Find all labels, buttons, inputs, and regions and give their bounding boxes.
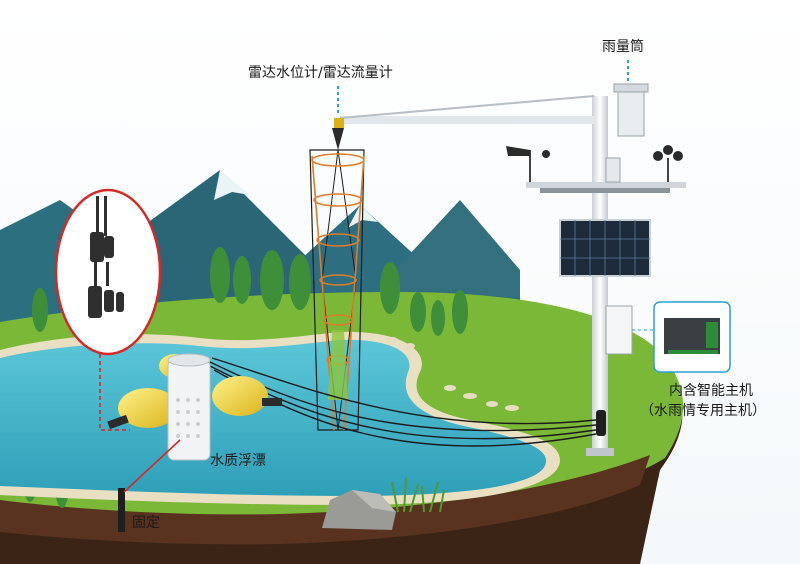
solar-panel bbox=[559, 219, 651, 277]
sensor-callout bbox=[54, 188, 162, 431]
rain-gauge-label: 雨量筒 bbox=[602, 39, 644, 55]
host-label-line2: （水雨情专用主机） bbox=[640, 403, 766, 419]
water-quality-buoy bbox=[107, 353, 282, 461]
shore-rocks bbox=[386, 337, 519, 411]
reeds bbox=[391, 477, 445, 513]
radar-beam bbox=[309, 149, 365, 431]
anchor-label: 固定 bbox=[132, 515, 160, 531]
rain-gauge-device bbox=[613, 60, 649, 137]
boulder bbox=[322, 490, 396, 530]
host-label-line1: 内含智能主机 bbox=[669, 383, 753, 399]
buoy-label: 水质浮漂 bbox=[210, 453, 266, 469]
lake bbox=[0, 331, 560, 505]
anchor-post bbox=[118, 439, 181, 532]
host-callout bbox=[632, 301, 731, 373]
weather-sensors bbox=[506, 145, 686, 193]
radar-label: 雷达水位计/雷达流量计 bbox=[248, 65, 393, 81]
